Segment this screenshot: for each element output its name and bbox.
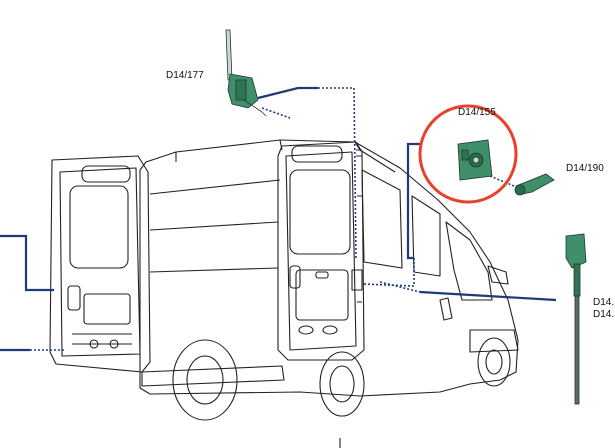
leader-right <box>406 142 420 260</box>
rear-step <box>141 365 285 387</box>
van-mid-wheel <box>319 351 365 417</box>
van-rear-wheel <box>172 339 238 421</box>
van-headlight <box>487 265 509 285</box>
van-side-window-front <box>411 195 441 277</box>
callout-lock-highlighted: D14/155 <box>458 107 496 118</box>
van-side-panel <box>149 179 281 273</box>
van-windshield <box>445 221 493 301</box>
van-side-window-rear <box>361 169 403 269</box>
van-front-bumper <box>469 329 519 353</box>
leader-far-right <box>419 290 557 302</box>
right-rear-door <box>277 141 365 361</box>
callout-lever: D14/190 <box>566 163 604 174</box>
van-front-wheel <box>477 337 511 387</box>
part-rod-lock <box>565 233 587 405</box>
leader-top <box>257 86 318 100</box>
callout-rod-lock-1: D14. <box>593 297 615 308</box>
part-lock-highlighted <box>457 139 493 181</box>
door-hinges <box>356 149 362 303</box>
leader-lines <box>0 86 557 352</box>
left-rear-door <box>49 155 151 373</box>
part-antenna-lock <box>225 29 267 117</box>
highlight-circle <box>418 104 518 204</box>
callout-antenna-lock: D14/177 <box>166 70 204 81</box>
leader-left-upper <box>0 234 54 292</box>
part-lever <box>514 173 555 196</box>
van-side-mirror <box>439 297 453 321</box>
callout-rod-lock-2: D14. <box>593 309 615 320</box>
leader-dotted <box>30 87 515 351</box>
